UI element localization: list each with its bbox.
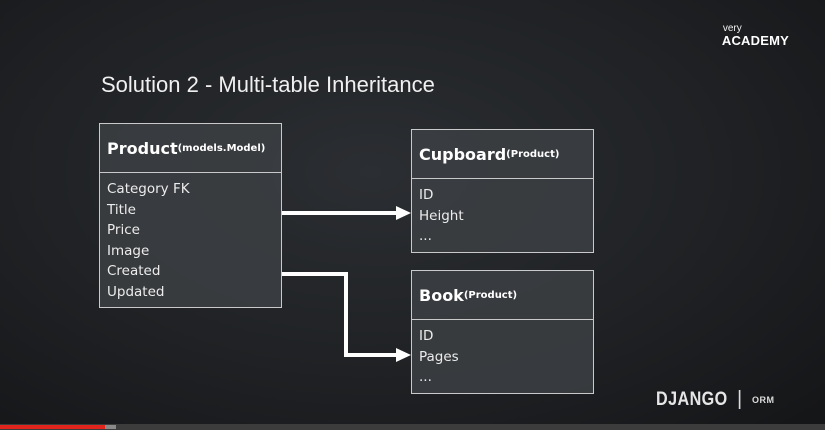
product-field: Price bbox=[107, 222, 140, 238]
arrow-product-to-book bbox=[282, 272, 411, 362]
book-model-header: Book(Product) bbox=[412, 271, 593, 320]
product-field-list: Category FK Title Price Image Created Up… bbox=[100, 173, 281, 302]
cupboard-field-list: ID Height ... bbox=[412, 179, 593, 247]
cupboard-field: ID bbox=[419, 187, 434, 203]
cupboard-field: Height bbox=[419, 207, 464, 224]
product-model-parent: (models.Model) bbox=[177, 142, 266, 154]
book-model-parent: (Product) bbox=[463, 289, 518, 301]
product-model-header: Product(models.Model) bbox=[100, 124, 281, 173]
django-logo: DJANGO bbox=[656, 389, 728, 410]
book-field: ID bbox=[419, 328, 434, 344]
product-model-name: Product bbox=[107, 138, 178, 158]
book-field-list: ID Pages ... bbox=[412, 320, 593, 388]
product-field: Created bbox=[107, 263, 161, 279]
orm-label: ORM bbox=[752, 395, 775, 405]
video-played-bar bbox=[0, 425, 105, 429]
logo-separator: | bbox=[737, 388, 743, 410]
logo-very-text: very bbox=[722, 23, 742, 34]
product-field: Category FK bbox=[107, 181, 190, 197]
product-field: Updated bbox=[107, 283, 165, 300]
cupboard-model-box: Cupboard(Product) ID Height ... bbox=[411, 129, 594, 253]
logo-academy-text: ACADEMY bbox=[721, 33, 789, 48]
slide-title: Solution 2 - Multi-table Inheritance bbox=[101, 72, 435, 97]
product-field: Image bbox=[107, 242, 150, 259]
video-progress-bar[interactable] bbox=[0, 424, 825, 430]
video-buffered-bar bbox=[105, 425, 116, 429]
cupboard-model-header: Cupboard(Product) bbox=[412, 130, 593, 179]
product-field: Title bbox=[107, 201, 136, 218]
book-model-name: Book bbox=[419, 285, 464, 305]
cupboard-field: ... bbox=[419, 228, 432, 244]
book-model-box: Book(Product) ID Pages ... bbox=[411, 270, 594, 394]
product-model-box: Product(models.Model) Category FK Title … bbox=[99, 123, 282, 308]
book-field: Pages bbox=[419, 348, 459, 365]
cupboard-model-parent: (Product) bbox=[506, 148, 560, 160]
book-field: ... bbox=[419, 369, 432, 385]
arrow-product-to-cupboard bbox=[282, 206, 411, 220]
cupboard-model-name: Cupboard bbox=[419, 144, 507, 164]
very-academy-logo: very ACADEMY bbox=[721, 23, 789, 48]
